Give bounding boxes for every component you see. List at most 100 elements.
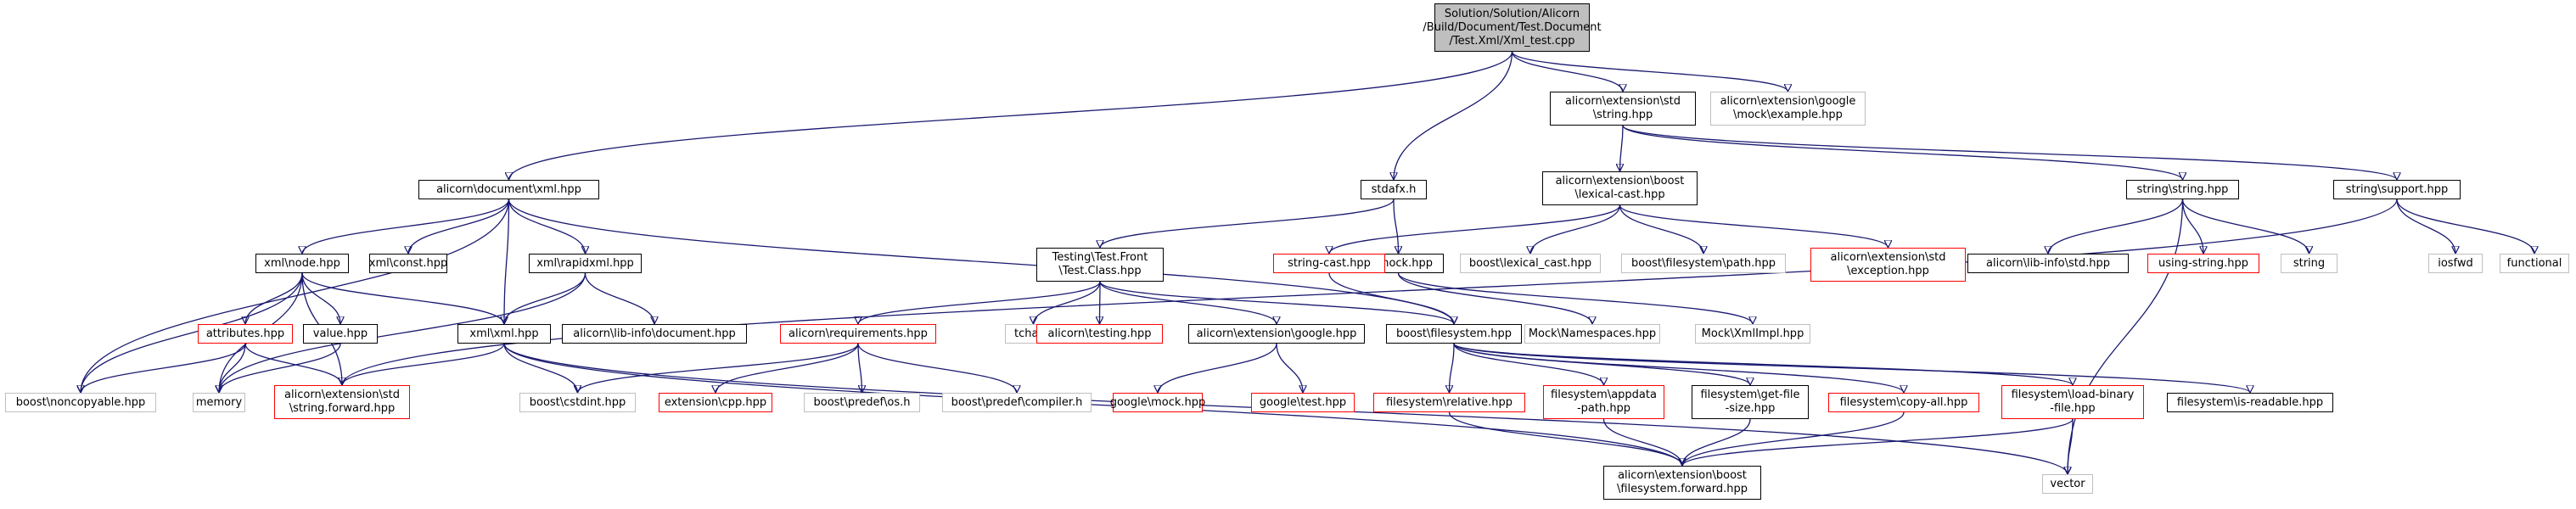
node-document-xml[interactable]: alicorn\document\xml.hpp <box>418 180 599 199</box>
node-filesystem-load-binary-file: filesystem\load-binary -file.hpp <box>2001 385 2144 419</box>
node-filesystem-appdata-path: filesystem\appdata -path.hpp <box>1543 385 1664 419</box>
node-xml-const[interactable]: xml\const.hpp <box>369 254 447 273</box>
node-value[interactable]: value.hpp <box>303 324 378 344</box>
node-iosfwd: iosfwd <box>2428 254 2483 273</box>
node-string-std: string <box>2281 254 2337 273</box>
edge-ext_std_string-to-string_support <box>1622 125 2397 181</box>
node-mock-xmlimpl: Mock\XmlImpl.hpp <box>1695 324 1810 344</box>
edge-doc_xml-to-noncopyable <box>81 199 510 393</box>
edge-boost_filesystem-to-fs_copyall <box>1453 343 1904 394</box>
edge-doc_xml-to-xml_rapidxml <box>508 199 586 255</box>
node-extension-google[interactable]: alicorn\extension\google.hpp <box>1188 324 1365 344</box>
edge-boost_filesystem-to-fs_appdata <box>1453 343 1604 386</box>
node-string-forward: alicorn\extension\std \string.forward.hp… <box>274 385 410 419</box>
node-lexical-cast[interactable]: alicorn\extension\boost \lexical-cast.hp… <box>1542 171 1698 205</box>
edge-fs_copyall-to-fs_forward <box>1682 411 1905 467</box>
edge-ext_std_string-to-string_string <box>1622 125 2183 181</box>
node-stdafx[interactable]: stdafx.h <box>1361 180 1427 199</box>
node-filesystem-relative: filesystem\relative.hpp <box>1373 393 1525 412</box>
edge-xml_node-to-attributes <box>245 272 303 325</box>
node-extension-cpp: extension\cpp.hpp <box>659 393 772 412</box>
node-string-cast: string-cast.hpp <box>1273 254 1385 273</box>
node-google-test: google\test.hpp <box>1251 393 1355 412</box>
edge-attributes-to-noncopyable <box>81 343 246 394</box>
node-predef-compiler: boost\predef\compiler.h <box>942 393 1092 412</box>
edge-boost_filesystem-to-fs_loadbinary <box>1453 343 2073 386</box>
edge-lexical_cast-to-ext_exception <box>1619 204 1889 249</box>
edge-xml_xml-to-cstdint <box>503 343 578 394</box>
edge-attributes-to-string_forward <box>244 343 342 386</box>
edge-root-to-stdafx <box>1394 51 1513 180</box>
node-filesystem-is-readable[interactable]: filesystem\is-readable.hpp <box>2167 393 2333 412</box>
edge-xml_node-to-noncopyable <box>81 272 303 393</box>
node-vector: vector <box>2042 474 2093 494</box>
edge-string_support-to-string_forward <box>342 199 2398 385</box>
edge-testing_front-to-alicorn_testing <box>1100 281 1101 324</box>
edge-value-to-memory <box>219 343 341 394</box>
edge-xml_node-to-xml_xml <box>301 272 504 325</box>
node-xml-node[interactable]: xml\node.hpp <box>255 254 349 273</box>
node-memory: memory <box>193 393 245 412</box>
edge-boost_filesystem-to-fs_relative <box>1450 343 1455 393</box>
edge-root-to-doc_xml <box>509 51 1513 180</box>
edge-doc_xml-to-xml_xml <box>504 199 510 324</box>
root-file-node: Solution/Solution/Alicorn /Build/Documen… <box>1423 3 1602 52</box>
node-attributes: attributes.hpp <box>198 324 293 344</box>
edge-fs_loadbinary-to-fs_forward <box>1682 418 2074 467</box>
node-boost-cstdint: boost\cstdint.hpp <box>519 393 636 412</box>
node-libinfo-std[interactable]: alicorn\lib-info\std.hpp <box>1967 254 2129 273</box>
edge-ext_google-to-google_test <box>1276 343 1303 393</box>
edge-mock_hpp-to-mock_namespaces <box>1397 272 1593 325</box>
edge-string_string-to-string_std <box>2181 199 2309 255</box>
node-boost-noncopyable: boost\noncopyable.hpp <box>5 393 156 412</box>
edge-testing_front-to-ext_google <box>1099 281 1277 325</box>
node-using-string: using-string.hpp <box>2147 254 2259 273</box>
edge-root-to-mock_example <box>1511 51 1788 92</box>
edge-xml_rapidxml-to-memory <box>219 272 586 393</box>
edge-testing_front-to-boost_filesystem <box>1099 281 1454 325</box>
node-boost-filesystem-path: boost\filesystem\path.hpp <box>1621 254 1786 273</box>
node-xml-rapidxml[interactable]: xml\rapidxml.hpp <box>529 254 642 273</box>
node-filesystem-copy-all: filesystem\copy-all.hpp <box>1828 393 1979 412</box>
node-boost-lexical-cast: boost\lexical_cast.hpp <box>1460 254 1601 273</box>
edge-mock_hpp-to-mock_xmlimpl <box>1397 272 1754 325</box>
node-filesystem-get-file-size[interactable]: filesystem\get-file -size.hpp <box>1692 385 1809 419</box>
node-alicorn-testing: alicorn\testing.hpp <box>1036 324 1163 344</box>
edge-requirements-to-cstdint <box>578 343 859 394</box>
edge-requirements-to-predef_os <box>857 343 862 393</box>
edge-doc_xml-to-xml_const <box>408 199 510 255</box>
node-xml-xml[interactable]: xml\xml.hpp <box>457 324 551 344</box>
node-functional: functional <box>2500 254 2569 273</box>
node-testing-front-class[interactable]: Testing\Test.Front \Test.Class.hpp <box>1036 248 1164 282</box>
node-string-string[interactable]: string\string.hpp <box>2126 180 2239 199</box>
node-filesystem-forward[interactable]: alicorn\extension\boost \filesystem.forw… <box>1603 466 1761 500</box>
edge-string_cast-to-boost_filesystem <box>1328 272 1454 325</box>
edge-xml_xml-to-string_forward <box>342 343 505 386</box>
node-mock-namespaces: Mock\Namespaces.hpp <box>1524 324 1660 344</box>
edge-root-to-ext_std_string <box>1511 51 1624 92</box>
edge-boost_filesystem-to-fs_getfilesize <box>1453 343 1750 386</box>
node-boost-filesystem[interactable]: boost\filesystem.hpp <box>1386 324 1522 344</box>
node-extension-std-string[interactable]: alicorn\extension\std \string.hpp <box>1550 92 1696 126</box>
edge-testing_front-to-tchar <box>1034 281 1101 325</box>
node-string-support[interactable]: string\support.hpp <box>2333 180 2461 199</box>
edge-xml_node-to-value <box>301 272 340 324</box>
edge-doc_xml-to-xml_node <box>302 199 510 255</box>
edge-fs_loadbinary-to-vector <box>2068 418 2074 474</box>
edge-requirements-to-ext_cpp <box>716 343 859 394</box>
edge-string_support-to-functional <box>2396 199 2534 255</box>
edge-string_string-to-vector <box>2068 199 2184 474</box>
edge-xml_rapidxml-to-libinfo_document <box>584 272 655 325</box>
edge-lexical_cast-to-boost_lexical_cast <box>1530 204 1621 255</box>
node-libinfo-document[interactable]: alicorn\lib-info\document.hpp <box>562 324 747 344</box>
node-google-mock-example: alicorn\extension\google \mock\example.h… <box>1710 92 1866 126</box>
edge-ext_std_string-to-lexical_cast <box>1620 125 1624 171</box>
edge-testing_front-to-requirements <box>858 281 1101 325</box>
edge-string_string-to-libinfo_std <box>2048 199 2184 255</box>
edge-ext_google-to-google_mock <box>1158 343 1277 394</box>
node-requirements: alicorn\requirements.hpp <box>780 324 936 344</box>
edge-xml_xml-to-fs_forward <box>503 343 1682 466</box>
edge-fs_getfilesize-to-fs_forward <box>1682 418 1751 467</box>
